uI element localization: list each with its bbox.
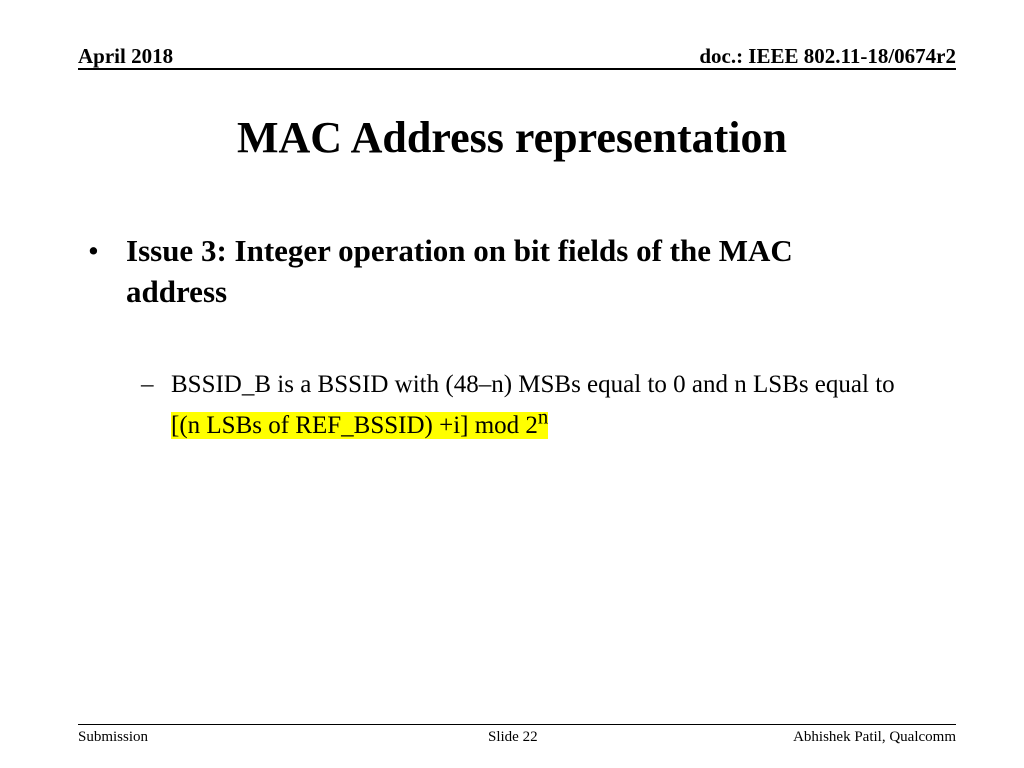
bullet-level-2-text: BSSID_B is a BSSID with (48–n) MSBs equa… bbox=[171, 368, 911, 442]
bullet-level-1-text: Issue 3: Integer operation on bit fields… bbox=[126, 233, 793, 309]
bullet-level-1: • Issue 3: Integer operation on bit fiel… bbox=[88, 230, 888, 312]
footer-submission: Submission bbox=[78, 729, 149, 745]
footer-slide-number: Slide 22 bbox=[488, 729, 538, 745]
sub-bullet-marker: – bbox=[141, 371, 154, 398]
slide-footer: Submission Slide 22 Abhishek Patil, Qual… bbox=[78, 724, 956, 755]
footer-author: Abhishek Patil, Qualcomm bbox=[793, 729, 956, 745]
header-doc-id: doc.: IEEE 802.11-18/0674r2 bbox=[699, 44, 956, 68]
bullet-level-2: – BSSID_B is a BSSID with (48–n) MSBs eq… bbox=[141, 368, 911, 442]
bullet-marker: • bbox=[88, 233, 99, 268]
slide-title: MAC Address representation bbox=[237, 113, 787, 162]
formula-main: [(n LSBs of REF_BSSID) +i] mod 2 bbox=[171, 412, 538, 440]
slide-header: April 2018 doc.: IEEE 802.11-18/0674r2 bbox=[78, 42, 956, 70]
bullet-level-2-plain: BSSID_B is a BSSID with (48–n) MSBs equa… bbox=[171, 371, 895, 398]
header-date: April 2018 bbox=[78, 44, 174, 68]
formula-exponent: n bbox=[537, 405, 549, 429]
highlighted-formula: [(n LSBs of REF_BSSID) +i] mod 2n bbox=[171, 405, 549, 440]
